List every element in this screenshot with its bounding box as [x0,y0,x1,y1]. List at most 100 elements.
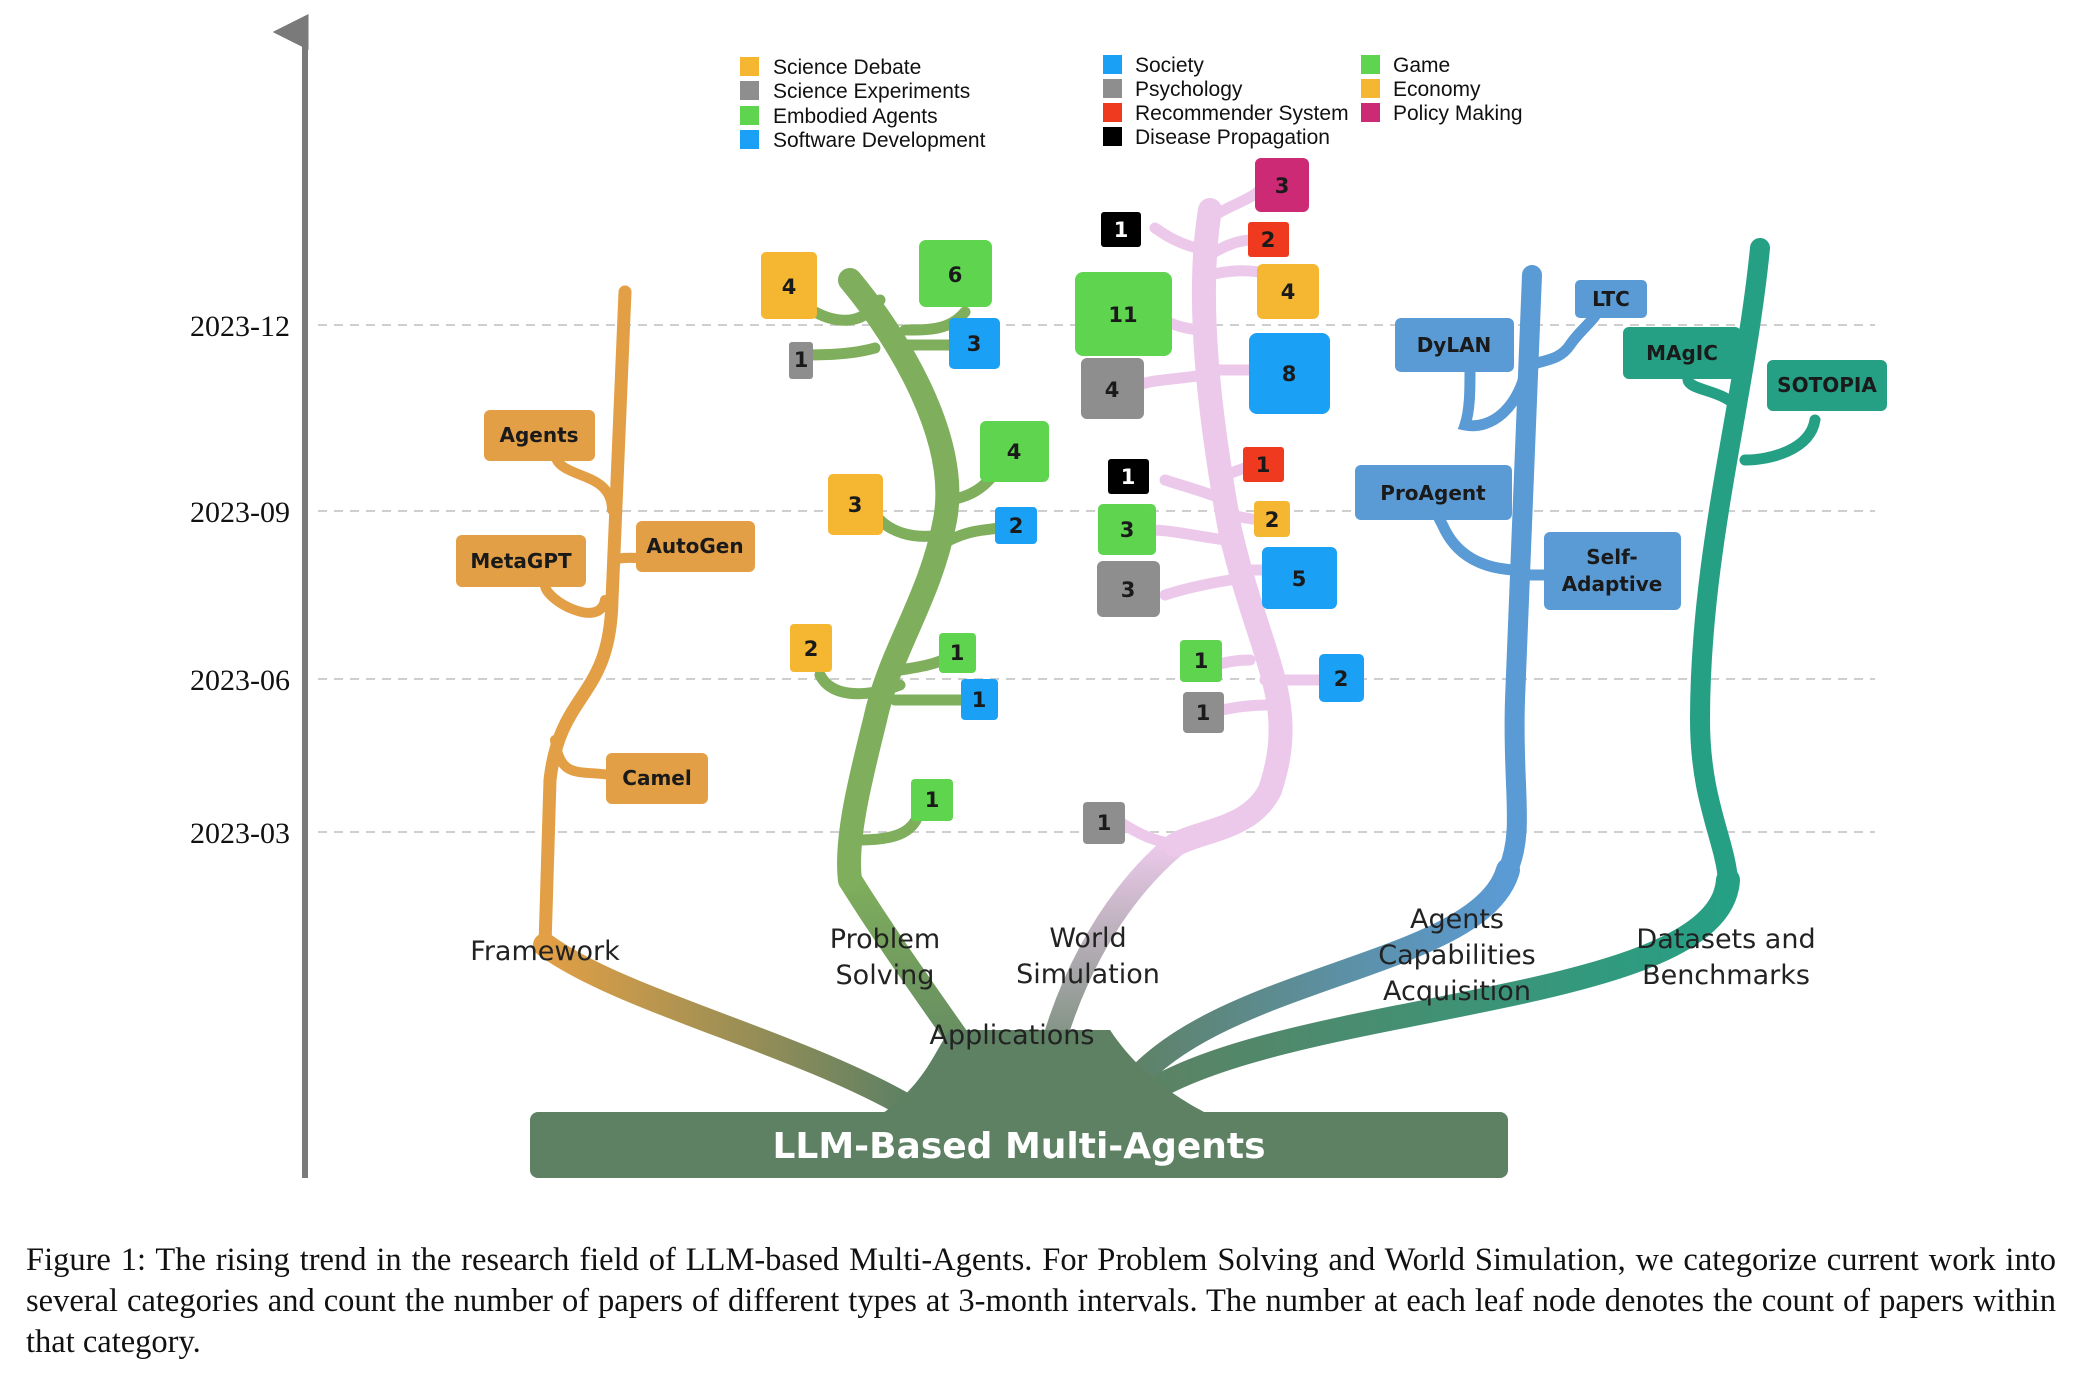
date-label: 2023-12 [190,310,290,343]
framework-item-box [484,410,595,461]
svg-text:Datasets and: Datasets and [1636,924,1815,955]
svg-text:1: 1 [794,348,809,372]
svg-text:2: 2 [1261,228,1276,252]
svg-text:SOTOPIA: SOTOPIA [1777,373,1877,397]
svg-text:Software Development: Software Development [773,129,986,152]
count-leaf [919,240,992,307]
svg-text:MetaGPT: MetaGPT [470,549,572,573]
capabilities-trunk [1108,858,1520,1112]
multi-agent-tree-figure: 2023-12 2023-09 2023-06 2023-03 Science … [190,14,1887,1178]
count-leaf [1097,561,1160,617]
legend-swatch [740,130,759,149]
legend-swatch [1361,55,1380,74]
world-simulation-branch [1114,184,1331,857]
capability-item-box [1575,280,1647,318]
svg-text:Recommender System: Recommender System [1135,102,1349,125]
framework-item-box [456,535,586,587]
svg-text:1: 1 [972,688,987,712]
world-simulation-leaves: 3 1 2 4 11 8 4 1 1 3 2 3 5 1 2 1 1 [1075,158,1364,844]
count-leaf [1243,447,1284,482]
count-leaf [1183,692,1224,733]
datasets-label: Datasets and Benchmarks [1636,924,1815,991]
svg-text:1: 1 [1097,811,1112,835]
svg-text:4: 4 [1281,280,1296,304]
date-gridlines [318,324,1875,833]
framework-branch [538,285,665,952]
legend-item: Society [1103,54,1204,77]
svg-text:Solving: Solving [836,960,935,991]
legend-item: Software Development [740,129,986,152]
svg-text:Camel: Camel [622,766,691,790]
svg-text:Society: Society [1135,54,1204,77]
count-leaf [1257,264,1319,319]
svg-text:4: 4 [1007,440,1022,464]
count-leaf [1075,272,1172,356]
svg-text:Acquisition: Acquisition [1383,976,1531,1007]
legend-item: Science Debate [740,56,921,79]
count-leaf [789,342,813,379]
svg-text:ProAgent: ProAgent [1380,481,1486,505]
legend-swatch [740,106,759,125]
svg-text:8: 8 [1282,362,1297,386]
svg-text:3: 3 [967,332,982,356]
legend-swatch [1361,103,1380,122]
applications-label: Applications [930,1020,1095,1051]
svg-text:Problem: Problem [830,924,940,955]
svg-text:Science Debate: Science Debate [773,56,921,79]
svg-text:3: 3 [1121,578,1136,602]
count-leaf [1319,654,1364,702]
capabilities-label: Agents Capabilities Acquisition [1378,904,1536,1007]
count-leaf [961,679,998,720]
count-leaf [1081,358,1144,419]
datasets-trunk [1118,868,1740,1117]
svg-text:Agents: Agents [499,423,578,447]
count-leaf [1098,504,1156,555]
capability-items: DyLAN LTC ProAgent Self- Adaptive [1355,280,1681,610]
dataset-item-box [1623,327,1741,379]
count-leaf [828,474,883,535]
count-leaf [790,624,832,672]
svg-text:Game: Game [1393,54,1450,77]
legend-item: Embodied Agents [740,105,938,128]
svg-text:Policy Making: Policy Making [1393,102,1523,125]
svg-text:Simulation: Simulation [1016,959,1160,990]
svg-text:11: 11 [1108,303,1137,327]
legend: Science Debate Science Experiments Embod… [740,54,1523,152]
date-label: 2023-06 [190,664,290,697]
count-leaf [949,318,1000,369]
svg-text:2: 2 [804,637,819,661]
svg-text:5: 5 [1292,567,1307,591]
svg-text:Self-: Self- [1586,545,1637,569]
count-leaf [1101,212,1141,247]
count-leaf [1254,501,1290,537]
legend-swatch [1103,55,1122,74]
count-leaf [995,507,1037,544]
svg-text:1: 1 [950,641,965,665]
svg-text:2: 2 [1009,514,1024,538]
problem-solving-branch [794,268,1011,892]
capability-item-box [1355,465,1512,520]
count-leaf [980,421,1049,482]
svg-text:Psychology: Psychology [1135,78,1243,101]
date-labels: 2023-12 2023-09 2023-06 2023-03 [190,310,290,850]
framework-items: Agents MetaGPT AutoGen Camel [456,410,755,804]
svg-text:6: 6 [948,263,963,287]
svg-text:1: 1 [1121,465,1136,489]
root-box [530,1112,1508,1178]
legend-swatch [740,81,759,100]
svg-text:LTC: LTC [1592,287,1630,311]
svg-text:2: 2 [1265,508,1280,532]
legend-swatch [1103,79,1122,98]
svg-text:1: 1 [1256,453,1271,477]
dataset-items: MAgIC SOTOPIA [1623,327,1887,411]
legend-item: Disease Propagation [1103,126,1330,149]
svg-text:Disease Propagation: Disease Propagation [1135,126,1330,149]
svg-text:3: 3 [1275,174,1290,198]
legend-item: Economy [1361,78,1481,101]
svg-text:Adaptive: Adaptive [1562,572,1663,596]
count-leaf [939,633,976,673]
legend-item: Policy Making [1361,102,1523,125]
svg-text:4: 4 [1105,378,1120,402]
svg-text:1: 1 [1196,701,1211,725]
dataset-item-box [1767,360,1887,411]
